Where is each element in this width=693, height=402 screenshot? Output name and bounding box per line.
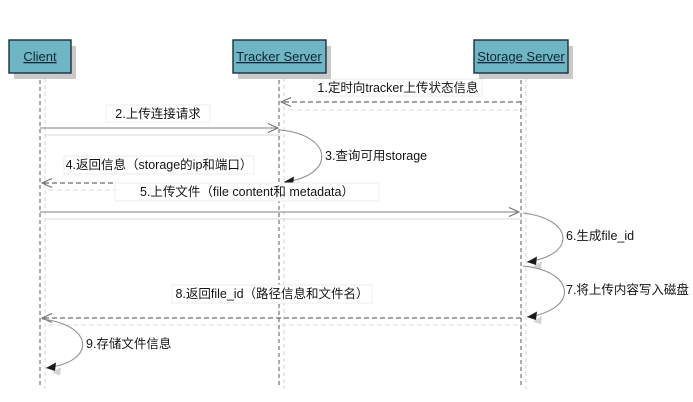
message-6-label: 6.生成file_id	[566, 229, 634, 243]
message-8-label-bg	[171, 284, 373, 304]
message-1-label: 1.定时向tracker上传状态信息	[317, 80, 478, 95]
message-8-label: 8.返回file_id（路径信息和文件名）	[175, 286, 368, 301]
actor-client-box	[8, 39, 72, 74]
message-7-arrowhead	[527, 311, 537, 320]
message-2-label: 2.上传连接请求	[115, 106, 201, 121]
message-8-arrowhead	[40, 313, 53, 323]
message-7-label: 7.将上传内容写入磁盘	[566, 282, 689, 297]
message-9-arrowhead	[46, 362, 56, 371]
message-9: 9.存储文件信息	[41, 318, 171, 376]
message-4-label-bg	[63, 155, 255, 175]
actor-storage-label: Storage Server	[477, 49, 565, 64]
message-3-label: 3.查询可用storage	[325, 149, 427, 163]
message-1: 1.定时向tracker上传状态信息	[279, 78, 526, 111]
message-1-arrowhead	[279, 97, 292, 107]
message-7-loop-path	[522, 265, 565, 318]
message-6-arrowhead	[527, 256, 537, 265]
actor-tracker-box	[232, 39, 327, 74]
actor-client-label: Client	[23, 49, 57, 64]
message-8: 8.返回file_id（路径信息和文件名）	[40, 284, 526, 326]
message-5-label: 5.上传文件（file content和 metadata）	[140, 184, 354, 199]
actor-tracker-label: Tracker Server	[236, 49, 322, 64]
message-6-loop-path	[522, 212, 564, 263]
message-6-arrowhead-shadow	[533, 261, 542, 270]
actor-tracker-server: Tracker Server	[232, 39, 331, 79]
message-3: 3.查询可用storage	[279, 129, 427, 190]
message-9-arrowhead-shadow	[52, 367, 61, 376]
actor-client: Client	[8, 39, 76, 79]
message-4-arrowhead	[40, 178, 53, 188]
message-5-label-bg	[114, 182, 380, 202]
message-1-label-bg	[313, 78, 483, 97]
message-5: 5.上传文件（file content和 metadata）	[40, 182, 522, 220]
message-9-label: 9.存储文件信息	[86, 336, 171, 351]
message-3-loop-path	[279, 129, 323, 183]
actor-storage-box	[473, 39, 569, 74]
actor-storage-server: Storage Server	[473, 39, 573, 79]
message-2-label-bg	[105, 104, 211, 123]
message-2-arrowhead	[267, 123, 280, 133]
message-4-label: 4.返回信息（storage的ip和端口）	[66, 157, 253, 172]
message-9-loop-path	[41, 318, 84, 369]
message-7-arrowhead-shadow	[533, 316, 542, 325]
message-7: 7.将上传内容写入磁盘	[522, 265, 689, 325]
message-6: 6.生成file_id	[522, 212, 634, 270]
message-2: 2.上传连接请求	[40, 104, 281, 136]
message-5-arrowhead	[508, 207, 521, 217]
